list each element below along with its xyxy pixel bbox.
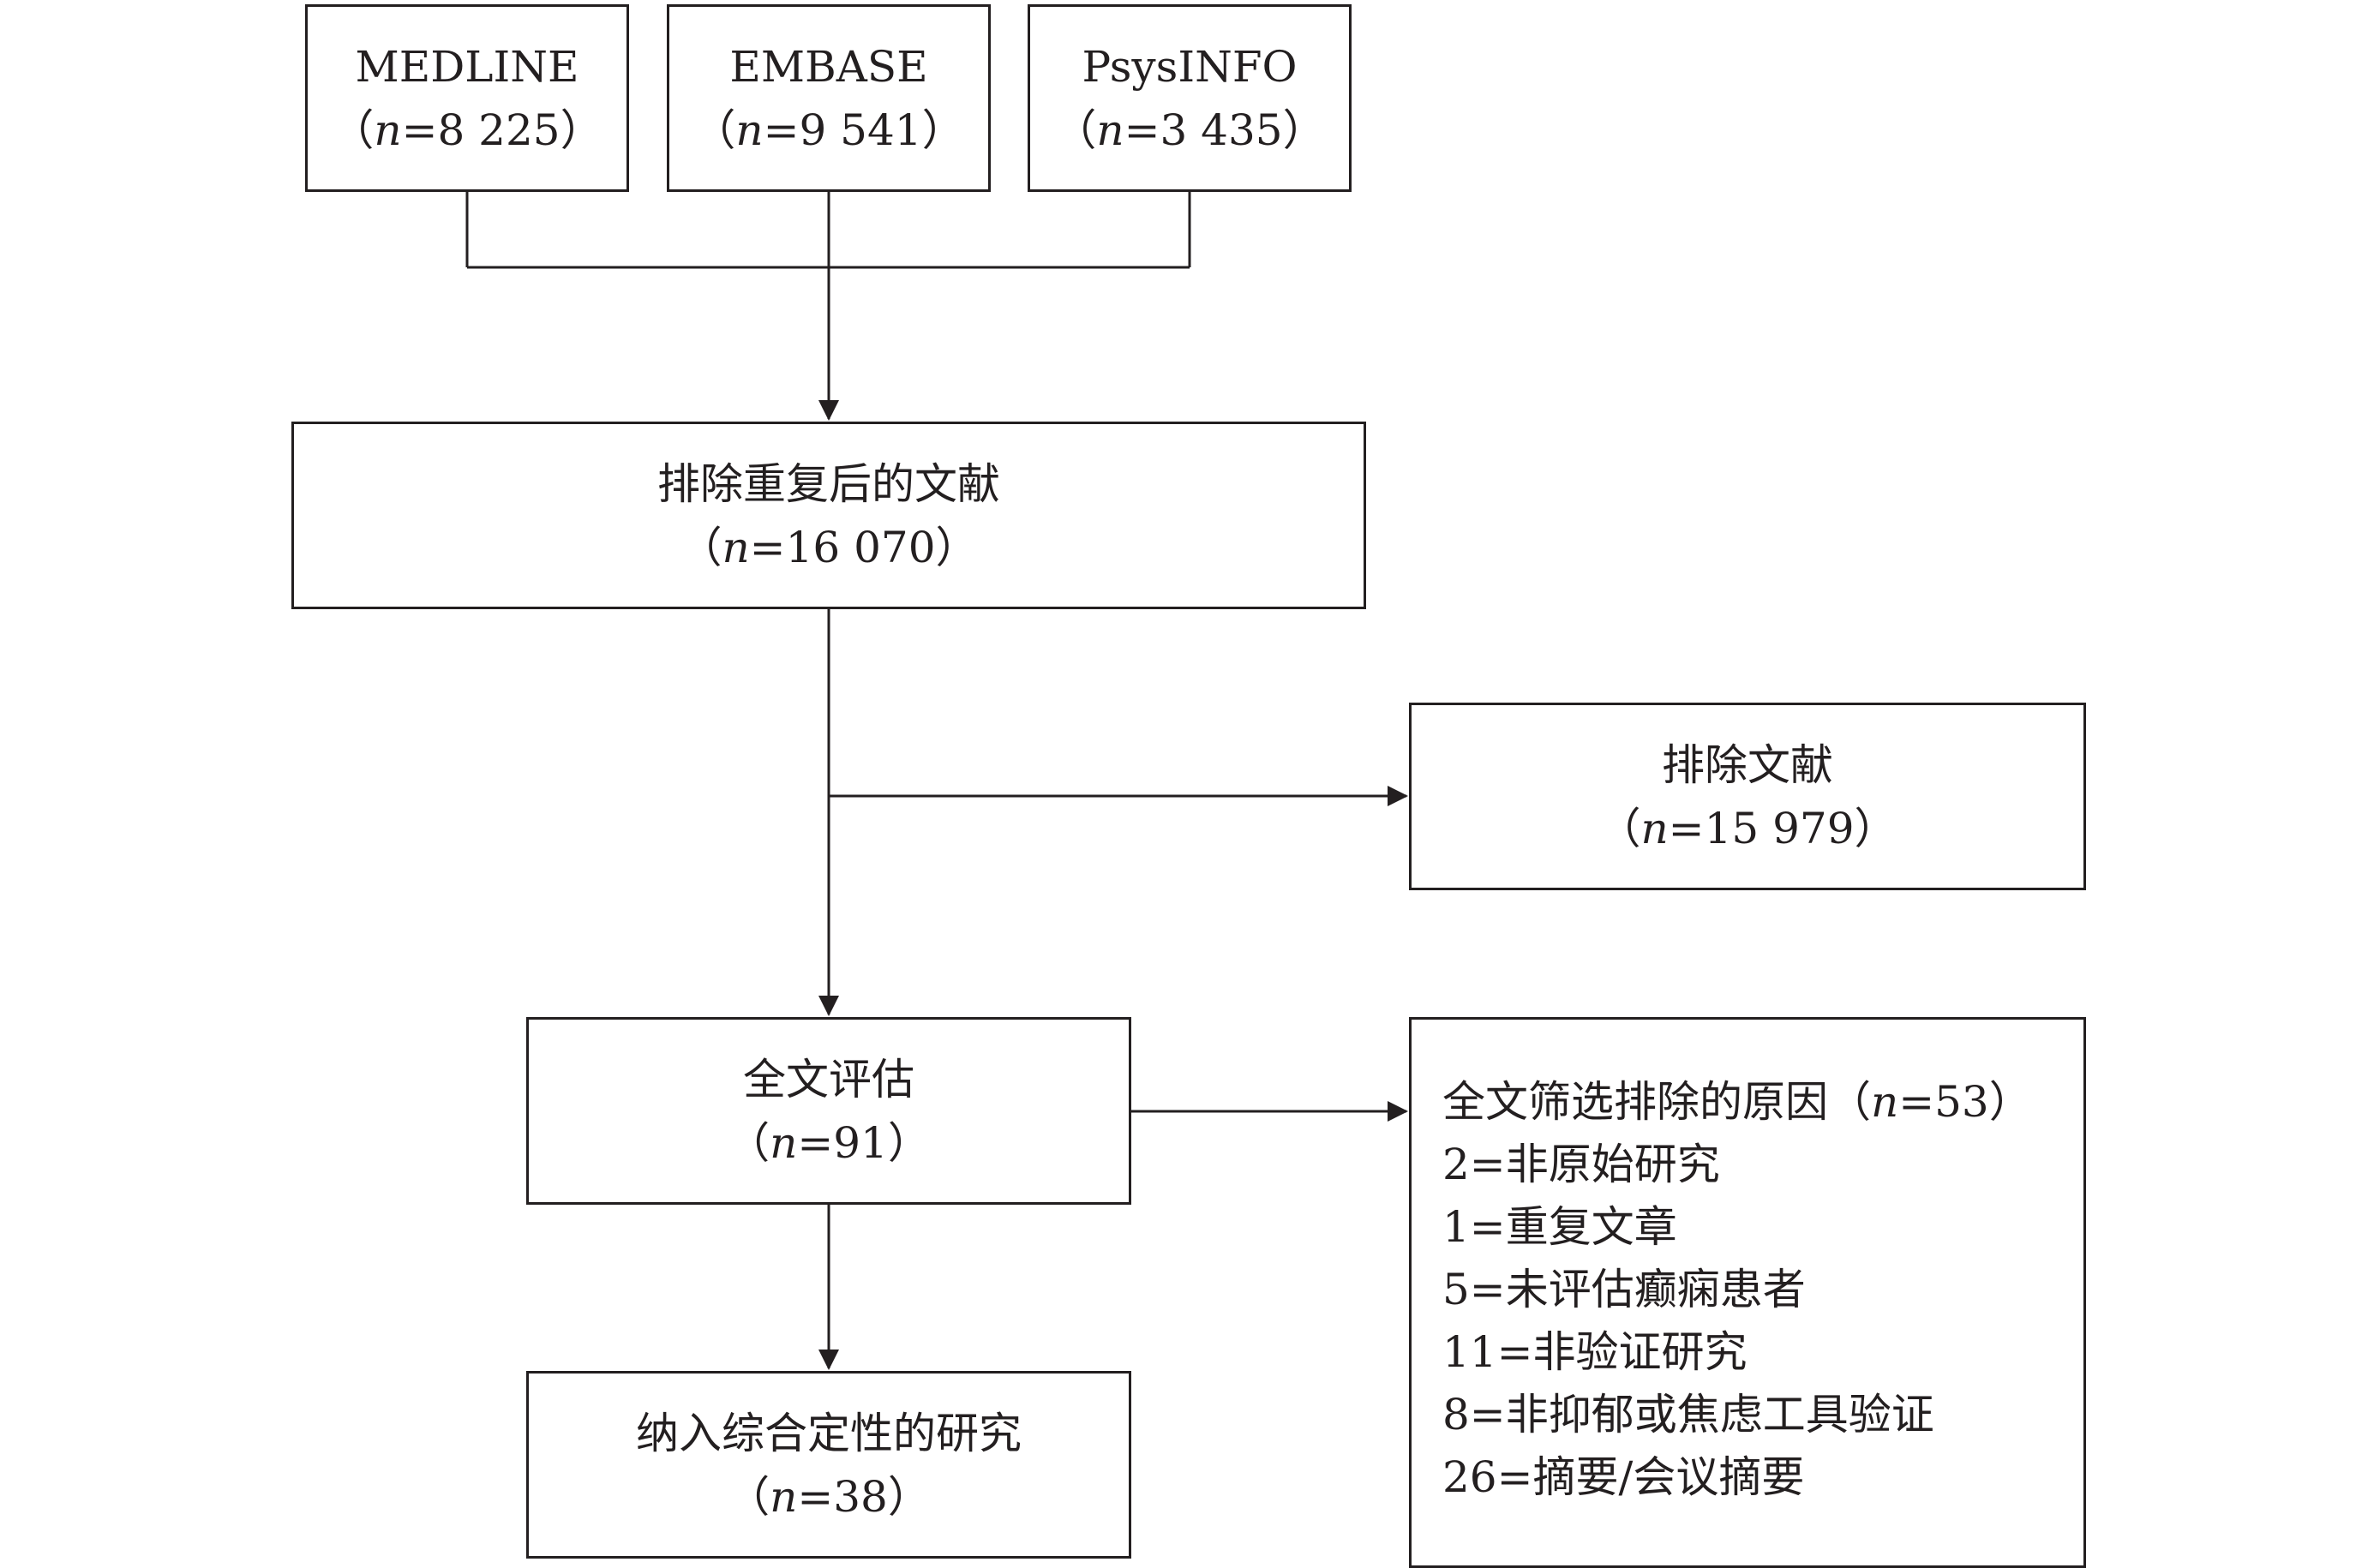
excluded-count: （n=15 979） [1598, 803, 1897, 853]
exclusion-reason-item: 8=非抑郁或焦虑工具验证 [1442, 1390, 1934, 1439]
arrowhead-fulltext [818, 996, 839, 1016]
arrowhead-excluded [1388, 786, 1408, 806]
excluded-title: 排除文献 [1662, 739, 1833, 790]
source-count: （n=3 435） [1053, 105, 1326, 155]
exclusion-reason-item: 2=非原始研究 [1442, 1140, 1720, 1189]
arrowhead-dedup [818, 400, 839, 421]
source-box-embase: EMBASE （n=9 541） [667, 4, 991, 192]
source-name: MEDLINE [355, 41, 579, 92]
fulltext-box: 全文评估 （n=91） [526, 1017, 1131, 1205]
arrowhead-included [818, 1350, 839, 1370]
source-name: PsysINFO [1082, 41, 1298, 92]
included-box: 纳入综合定性的研究 （n=38） [526, 1371, 1131, 1559]
source-name: EMBASE [729, 41, 928, 92]
exclusion-reason-item: 1=重复文章 [1442, 1202, 1677, 1252]
exclusion-reasons-box: 全文筛选排除的原因（n=53） 2=非原始研究 1=重复文章 5=未评估癫痫患者… [1409, 1017, 2086, 1568]
source-box-medline: MEDLINE （n=8 225） [305, 4, 629, 192]
fulltext-title: 全文评估 [743, 1054, 914, 1104]
source-box-psysinfo: PsysINFO （n=3 435） [1028, 4, 1352, 192]
exclusion-reason-item: 26=摘要/会议摘要 [1442, 1452, 1805, 1502]
dedup-title: 排除重复后的文献 [657, 458, 1000, 509]
dedup-box: 排除重复后的文献 （n=16 070） [291, 422, 1366, 609]
source-count: （n=8 225） [331, 105, 603, 155]
exclusion-reason-item: 11=非验证研究 [1442, 1327, 1748, 1377]
exclusion-reasons-heading: 全文筛选排除的原因（n=53） [1442, 1077, 2032, 1127]
excluded-box: 排除文献 （n=15 979） [1409, 703, 2086, 890]
arrowhead-reasons [1388, 1101, 1408, 1122]
dedup-count: （n=16 070） [679, 522, 979, 572]
fulltext-count: （n=91） [727, 1117, 931, 1168]
exclusion-reason-item: 5=未评估癫痫患者 [1442, 1265, 1806, 1314]
included-title: 纳入综合定性的研究 [636, 1408, 1022, 1458]
source-count: （n=9 541） [692, 105, 965, 155]
included-count: （n=38） [727, 1471, 931, 1522]
